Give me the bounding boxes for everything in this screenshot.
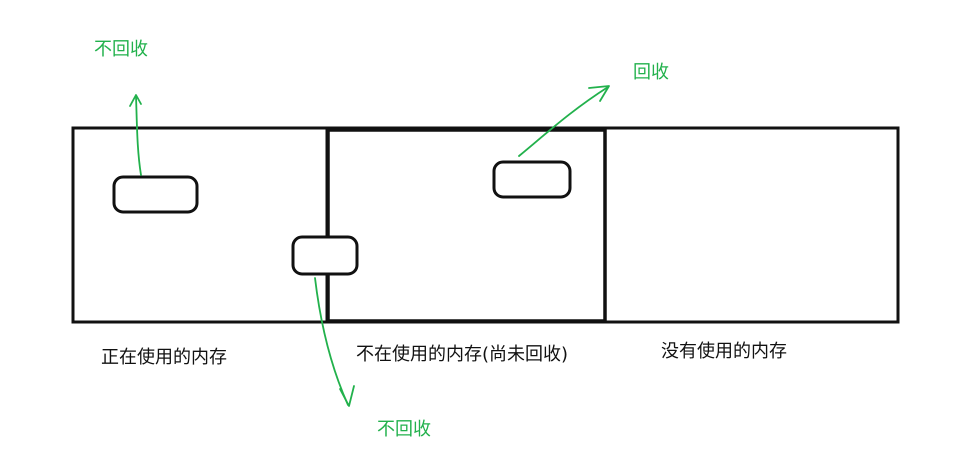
object-block-straddling [291, 235, 359, 276]
object-block-unused [492, 160, 572, 199]
memory-strip-outline [71, 126, 900, 324]
annotation-collected: 回收 [633, 62, 669, 83]
label-unused-not-collected-memory: 不在使用的内存(尚未回收) [356, 344, 569, 365]
unused-not-collected-region [326, 128, 607, 323]
arrow-top-left [129, 94, 142, 176]
object-block-in-use [112, 175, 199, 214]
annotation-not-collected-bottom: 不回收 [377, 419, 431, 440]
label-in-use-memory: 正在使用的内存 [101, 347, 227, 368]
annotation-not-collected-top: 不回收 [94, 39, 148, 60]
label-unused-memory: 没有使用的内存 [661, 341, 787, 362]
arrow-bottom [314, 277, 355, 407]
arrow-top-right [518, 85, 610, 157]
